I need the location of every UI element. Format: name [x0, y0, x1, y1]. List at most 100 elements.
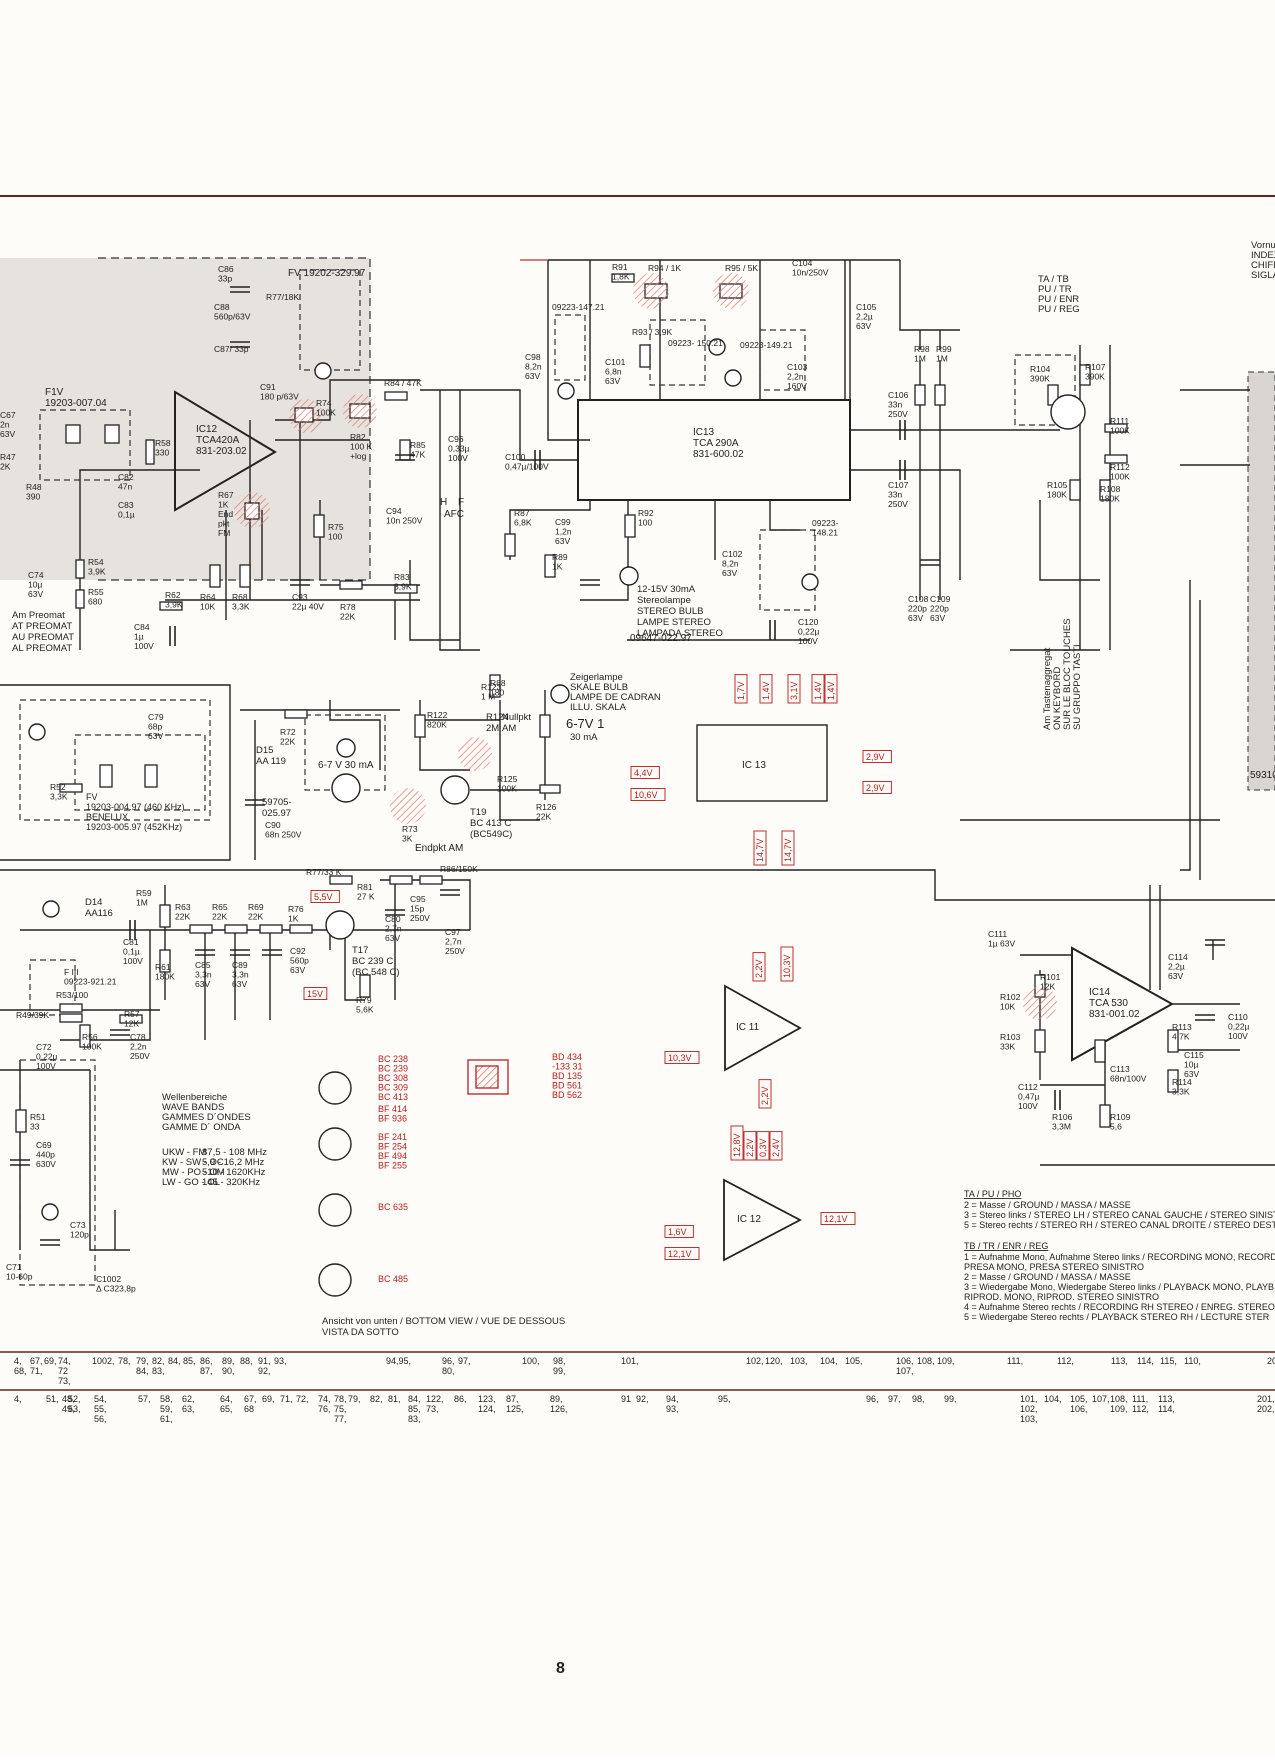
- label-c84-1: 1µ: [134, 632, 144, 642]
- tr-type-1-0: BF 414: [378, 1104, 407, 1114]
- label-c67-2: 63V: [0, 429, 15, 439]
- label-c81-0: C81: [123, 937, 139, 947]
- ic12-type: TCA420A: [196, 435, 240, 446]
- label-c111-1: 1µ 63V: [988, 939, 1015, 949]
- label-r113-0: R113: [1172, 1022, 1192, 1032]
- bands-title-1: WAVE BANDS: [162, 1102, 224, 1113]
- label-r53-0: R53/100: [56, 990, 88, 1000]
- label-r52-1: 3,3K: [50, 792, 68, 802]
- label-c104-0: C104: [792, 258, 813, 268]
- label-r68-0: R68: [232, 592, 248, 602]
- tb-legend-line-0: 1 = Aufnahme Mono, Aufnahme Stereo links…: [964, 1252, 1275, 1262]
- label-r92-0: R92: [638, 508, 654, 518]
- label-r48-0: R48: [26, 482, 42, 492]
- label-r103-1: 33K: [1000, 1042, 1015, 1052]
- afc-label: AFC: [444, 509, 464, 520]
- label-c105-1: 2,2µ: [856, 312, 873, 322]
- svg-text:SKALE BULB: SKALE BULB: [570, 682, 628, 693]
- label-r47-1: 2K: [0, 462, 11, 472]
- label-r102-1: 10K: [1000, 1002, 1015, 1012]
- label-r67-0: R67: [218, 490, 234, 500]
- label-r91-0: R91: [612, 262, 628, 272]
- label-r57-0: R57: [124, 1009, 140, 1019]
- volt-ic12-top-1: 2,2V: [745, 1138, 755, 1157]
- label-c91-0: C91: [260, 382, 276, 392]
- tr-type-2-1: BF 254: [378, 1142, 407, 1152]
- label-r67-3: pkt: [218, 519, 230, 529]
- label-c72-0: C72: [36, 1042, 52, 1052]
- index-r1-23-0: 103,: [790, 1356, 808, 1366]
- label-r85-1: 47K: [410, 450, 425, 460]
- label-r61-0: R61: [155, 962, 171, 972]
- volt-ic12-top-1-box: [743, 1131, 757, 1161]
- label-c84-0: C84: [134, 622, 150, 632]
- ta-legend-line-2: 5 = Stereo rechts / STEREO RH / STEREO C…: [964, 1220, 1275, 1230]
- label-r108-1: 180K: [1100, 494, 1120, 504]
- label-r65-0: R65: [212, 902, 228, 912]
- svg-text:Vornu: Vornu: [1251, 240, 1275, 251]
- svg-text:AT PREOMAT: AT PREOMAT: [12, 621, 72, 632]
- label-r82-2: +log: [350, 451, 367, 461]
- index-r2-9-1: 68: [244, 1404, 254, 1414]
- index-r2-7-1: 63,: [182, 1404, 195, 1414]
- index-r2-11-0: 71,: [280, 1394, 293, 1404]
- index-r2-36-1: 109,: [1110, 1404, 1128, 1414]
- volt-ic12-left-1-box: [664, 1247, 700, 1260]
- label-c69-1: 440p: [36, 1150, 55, 1160]
- label-c82-1: 47n: [118, 482, 132, 492]
- index-r2-15-0: 79,: [348, 1394, 361, 1404]
- label-c106-2: 250V: [888, 409, 908, 419]
- label-c110-1: 0,22µ: [1228, 1022, 1250, 1032]
- index-r1-10-1: 87,: [200, 1366, 213, 1376]
- label-c105-2: 63V: [856, 321, 871, 331]
- label-c115-1: 10µ: [1184, 1060, 1198, 1070]
- volt-ic13-top-2-box: [787, 674, 801, 704]
- label-c109-1: 220p: [930, 604, 949, 614]
- index-r2-5-0: 57,: [138, 1394, 151, 1404]
- bottom-view-line-1: VISTA DA SOTTO: [322, 1327, 399, 1338]
- label-r56-0: R56: [82, 1032, 98, 1042]
- index-r1-24-0: 104,: [820, 1356, 838, 1366]
- label-c110-2: 100V: [1228, 1031, 1248, 1041]
- label-c103-1: 2,2n: [787, 372, 804, 382]
- label-r87-1: 6,8K: [514, 518, 532, 528]
- label-r62-1: 3,9K: [165, 600, 183, 610]
- label-c111-0: C111: [988, 929, 1007, 939]
- volt-ic13-top-1: 1,4V: [761, 681, 771, 700]
- power-type-0: BD 434: [552, 1052, 582, 1062]
- volt-ic11-top-0-box: [752, 952, 766, 982]
- volt-ic13-top-0: 1,7V: [736, 681, 746, 700]
- svg-text:30 mA: 30 mA: [570, 732, 598, 743]
- volt-ic13-right-1-box: [862, 781, 892, 794]
- index-r2-32-0: 101,: [1020, 1394, 1038, 1404]
- volt-ic12-left-0: 1,6V: [668, 1227, 687, 1237]
- label-r59-0: R59: [136, 888, 152, 898]
- label-r58-1: 330: [155, 448, 169, 458]
- label-r125-1: 100K: [497, 784, 517, 794]
- label-r111-1: 100K: [1110, 426, 1130, 436]
- index-r2-14-0: 78,: [334, 1394, 347, 1404]
- label-c103-2: 160V: [787, 381, 807, 391]
- tb-legend-title: TB / TR / ENR / REG: [964, 1241, 1048, 1251]
- svg-text:AM: AM: [502, 723, 516, 734]
- label-c115-0: C115: [1184, 1050, 1204, 1060]
- svg-text:ILLU. SKALA: ILLU. SKALA: [570, 702, 627, 713]
- volt-ic11-left: 10,3V: [668, 1053, 692, 1063]
- tb-legend-line-3: 3 = Wiedergabe Mono, Wiedergabe Stereo l…: [964, 1282, 1274, 1292]
- index-r1-20-0: 101,: [621, 1356, 639, 1366]
- tb-legend-line-5: 4 = Aufnahme Stereo rechts / RECORDING R…: [964, 1302, 1275, 1312]
- tr-type-0-3: BC 309: [378, 1083, 408, 1093]
- index-r1-26-0: 106,: [896, 1356, 914, 1366]
- ic13-ref: IC13: [693, 427, 715, 438]
- index-r2-22-0: 87,: [506, 1394, 519, 1404]
- index-r2-4-2: 56,: [94, 1414, 107, 1424]
- volt-ic13-bottom-1-box: [781, 830, 795, 866]
- label-c106-0: C106: [888, 390, 909, 400]
- label-r88-0: R88: [490, 678, 506, 688]
- volt-ic13-bottom-1: 14,7V: [783, 838, 793, 862]
- index-r2-18-2: 83,: [408, 1414, 421, 1424]
- band-3-range: 145 - 320KHz: [202, 1177, 260, 1188]
